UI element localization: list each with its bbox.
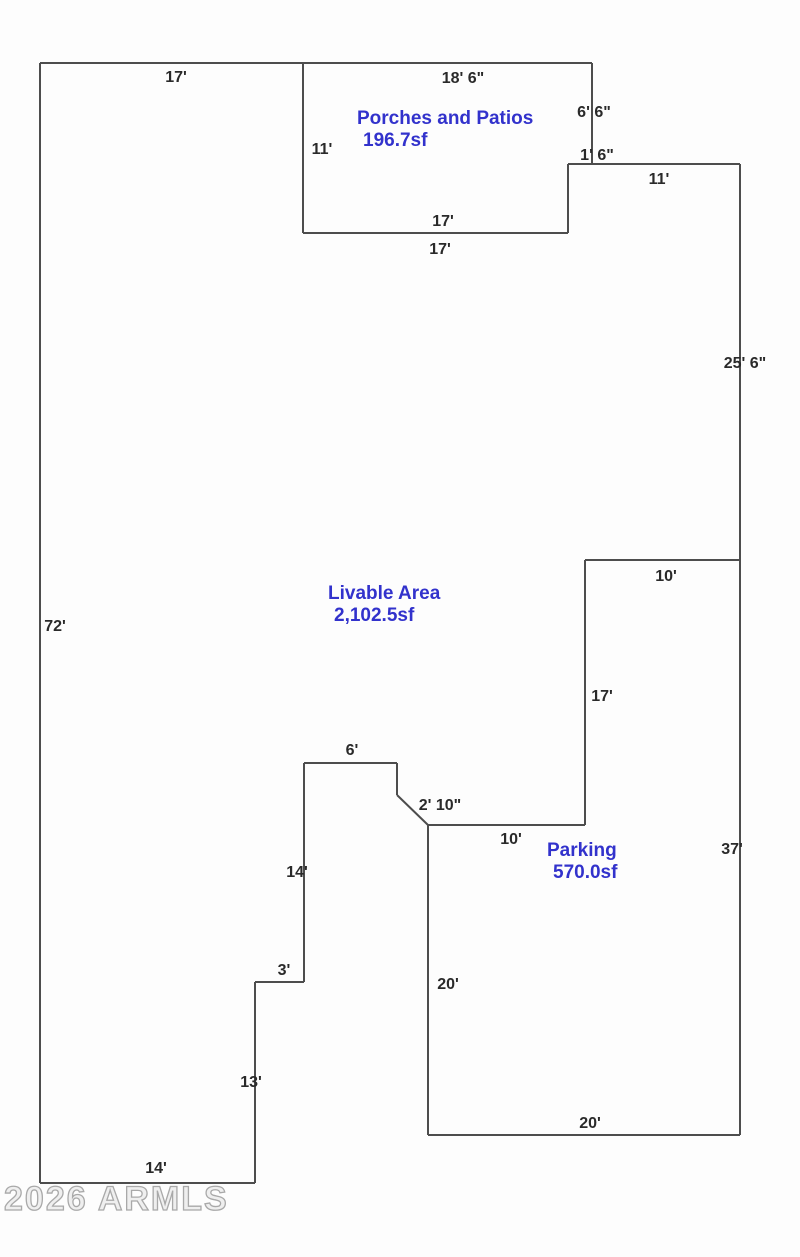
dim-step-small: 3' [277,962,291,979]
porches-area-name: Porches and Patios [357,108,534,129]
dim-porch-bottom-inner: 17' [432,213,454,230]
parking-area-name: Parking [547,840,617,861]
dim-parking-step: 10' [500,831,522,848]
dim-notch-top: 6' [345,742,359,759]
dim-porch-right: 6' 6" [577,104,611,121]
livable-area-size: 2,102.5sf [334,605,415,626]
dim-left-mid: 14' [286,864,308,881]
porches-area-size: 196.7sf [363,130,428,151]
livable-area-label: Livable Area 2,102.5sf [328,583,440,627]
dim-porch-top: 18' 6" [441,70,485,87]
wall-diagonal [396,794,429,826]
parking-area-size: 570.0sf [553,862,618,883]
dim-right-wing-top: 11' [648,171,670,188]
dim-parking-top: 10' [655,568,677,585]
dim-parking-left-upper: 17' [591,688,613,705]
dim-porch-left: 11' [311,141,333,158]
dim-right-lower: 37' [721,841,743,858]
armls-watermark: 2026 ARMLS [3,1179,229,1218]
dim-parking-left-lower: 20' [437,976,459,993]
dim-left-side: 72' [44,618,66,635]
dim-notch-diagonal: 2' 10" [418,797,462,814]
dim-left-lower: 13' [240,1074,262,1091]
dim-parking-bottom: 20' [579,1115,601,1132]
dim-right-upper: 25' 6" [723,355,767,372]
dim-porch-step: 1' 6" [580,147,614,164]
dim-porch-bottom-outer: 17' [429,241,451,258]
parking-area-label: Parking 570.0sf [547,840,617,884]
dim-bottom-left: 14' [145,1160,167,1177]
porches-area-label: Porches and Patios 196.7sf [357,108,533,152]
livable-area-name: Livable Area [328,583,441,604]
dim-top-left: 17' [165,69,187,86]
